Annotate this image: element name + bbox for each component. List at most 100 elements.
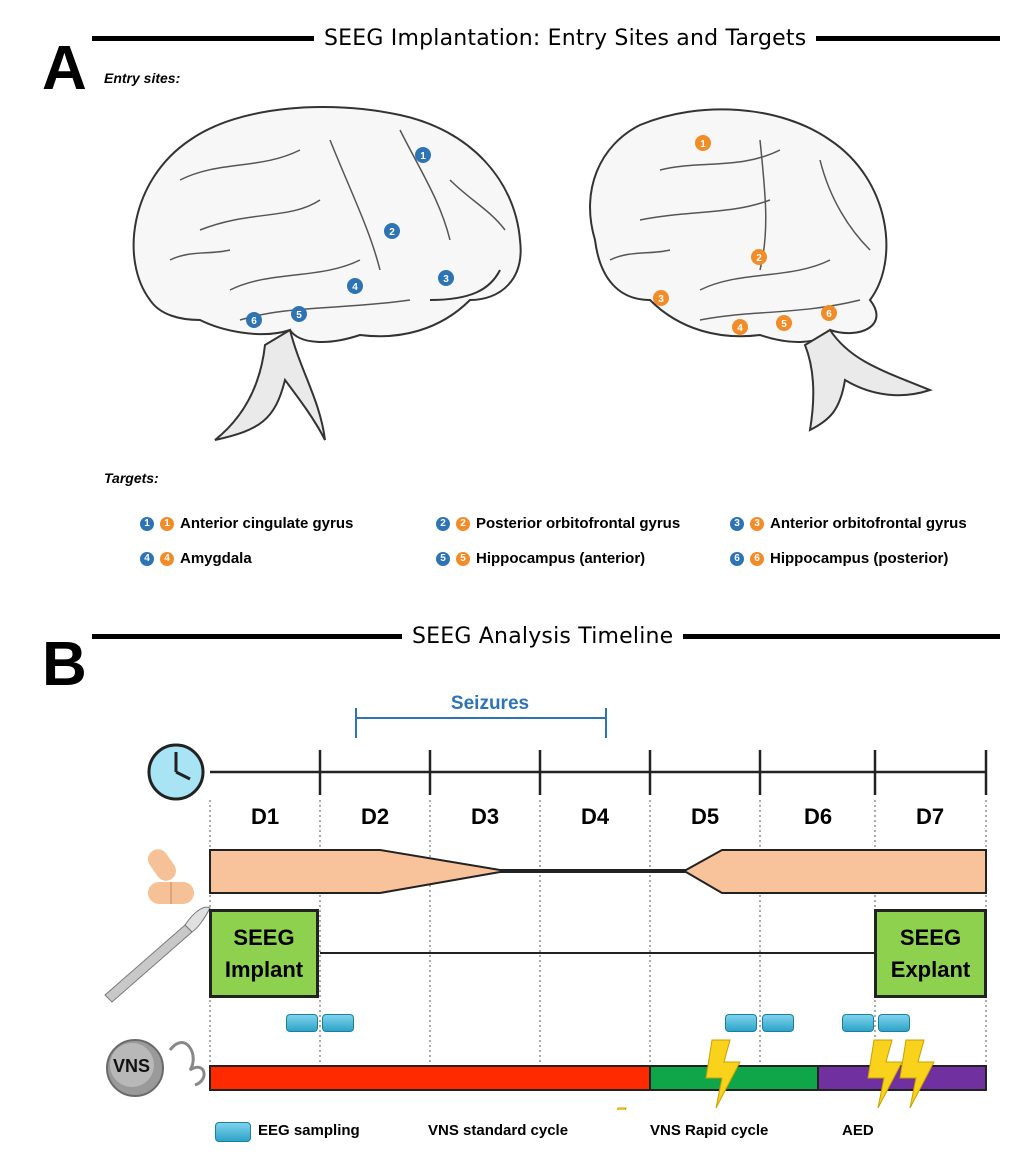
legend-eeg-icon: [215, 1122, 251, 1142]
blue-dot-icon: 4: [140, 551, 154, 566]
left-marker-1: [415, 147, 431, 163]
seeg-implant-line2: Implant: [224, 956, 304, 982]
right-marker-3: [653, 290, 669, 306]
right-marker-6-label: 6: [826, 309, 832, 320]
target-3-name: Anterior orbitofrontal gyrus: [770, 515, 967, 532]
legend-aed-label: AED: [842, 1122, 874, 1139]
lightning-icon: [899, 1039, 935, 1109]
aed-pill-icon: [147, 849, 194, 904]
day-label-7: D7: [915, 804, 945, 829]
seeg-implant-box: SEEG Implant: [209, 909, 319, 998]
clock-icon: [147, 743, 205, 801]
seeg-explant-line2: Explant: [890, 956, 971, 982]
day-label-6: D6: [803, 804, 833, 829]
day-label-3: D3: [470, 804, 500, 829]
blue-dot-icon: 5: [436, 551, 450, 566]
eeg-sampling-block: [725, 1014, 757, 1032]
day-label-2: D2: [360, 804, 390, 829]
lightning-bolts: [705, 1039, 935, 1109]
day-label-1: D1: [250, 804, 280, 829]
right-marker-5: [776, 315, 792, 331]
blue-dot-icon: 3: [730, 516, 744, 531]
panel-a-letter: A: [42, 34, 87, 103]
left-marker-4-label: 4: [352, 282, 358, 293]
eeg-sampling-block: [842, 1014, 874, 1032]
right-marker-2-label: 2: [756, 253, 762, 264]
panel-a-title: SEEG Implantation: Entry Sites and Targe…: [314, 28, 817, 50]
eeg-sampling-block: [286, 1014, 318, 1032]
right-marker-5-label: 5: [781, 319, 787, 330]
targets-label: Targets:: [104, 470, 159, 486]
blue-dot-icon: 6: [730, 551, 744, 566]
brain-illustrations: 1 2 3 4 5 6 1 2 3 4 5 6: [132, 106, 933, 441]
target-1-name: Anterior cingulate gyrus: [180, 515, 354, 532]
seeg-explant-box: SEEG Explant: [874, 909, 987, 998]
left-marker-3-label: 3: [443, 274, 449, 285]
timeline-diagram: [104, 708, 988, 1110]
axis-ticks: [318, 750, 988, 795]
vns-device-icon: [106, 1039, 206, 1097]
seeg-explant-line1: SEEG: [899, 924, 962, 950]
aed-bar: [209, 849, 987, 894]
right-marker-1-label: 1: [700, 139, 706, 150]
target-2-name: Posterior orbitofrontal gyrus: [476, 515, 681, 532]
scalpel-icon: [104, 906, 211, 1003]
left-marker-6-label: 6: [251, 316, 257, 327]
entry-sites-label: Entry sites:: [104, 70, 181, 86]
left-marker-6: [246, 312, 262, 328]
eeg-sampling-block: [322, 1014, 354, 1032]
target-5-name: Hippocampus (anterior): [476, 550, 646, 567]
blue-dot-icon: 1: [140, 516, 154, 531]
left-marker-5-label: 5: [296, 310, 302, 321]
legend-vns-rapid-label: VNS Rapid cycle: [650, 1122, 769, 1139]
orange-dot-icon: 2: [456, 516, 470, 531]
left-marker-5: [291, 306, 307, 322]
left-marker-1-label: 1: [420, 151, 426, 162]
left-marker-3: [438, 270, 454, 286]
left-brain-markers: [246, 147, 454, 328]
lightning-icon: [705, 1039, 741, 1109]
orange-dot-icon: 6: [750, 551, 764, 566]
day-label-5: D5: [690, 804, 720, 829]
target-1: 1 1 Anterior cingulate gyrus: [140, 515, 353, 532]
right-brain-icon: [589, 108, 933, 432]
lightning-icon: [867, 1039, 903, 1109]
panel-b-title: SEEG Analysis Timeline: [402, 626, 684, 648]
orange-dot-icon: 3: [750, 516, 764, 531]
right-marker-4-label: 4: [737, 323, 743, 334]
right-marker-2: [751, 249, 767, 265]
target-2: 2 2 Posterior orbitofrontal gyrus: [436, 515, 680, 532]
seeg-implant-line1: SEEG: [233, 924, 295, 950]
blue-dot-icon: 2: [436, 516, 450, 531]
orange-dot-icon: 1: [160, 516, 174, 531]
target-4: 4 4 Amygdala: [140, 550, 252, 567]
target-3: 3 3 Anterior orbitofrontal gyrus: [730, 515, 967, 532]
right-marker-3-label: 3: [658, 294, 664, 305]
legend-rapid-lightning-icon: [617, 1107, 627, 1110]
target-5: 5 5 Hippocampus (anterior): [436, 550, 645, 567]
target-6: 6 6 Hippocampus (posterior): [730, 550, 948, 567]
left-marker-4: [347, 278, 363, 294]
target-4-name: Amygdala: [180, 550, 252, 567]
day-label-4: D4: [580, 804, 610, 829]
left-marker-2: [384, 223, 400, 239]
legend-vns-standard-label: VNS standard cycle: [428, 1122, 569, 1139]
panel-b-letter: B: [42, 630, 87, 699]
right-brain-markers: [653, 135, 837, 335]
seizures-bracket: [355, 708, 607, 738]
vns-label: VNS: [113, 1056, 151, 1076]
eeg-sampling-block: [762, 1014, 794, 1032]
target-6-name: Hippocampus (posterior): [770, 550, 949, 567]
right-marker-4: [732, 319, 748, 335]
vns-bar-red: [209, 1065, 651, 1091]
orange-dot-icon: 4: [160, 551, 174, 566]
right-marker-1: [695, 135, 711, 151]
right-marker-6: [821, 305, 837, 321]
legend-aed-icon: [799, 1108, 834, 1110]
seizures-label: Seizures: [450, 693, 530, 714]
left-marker-2-label: 2: [389, 227, 395, 238]
left-brain-icon: [132, 106, 522, 441]
eeg-sampling-block: [878, 1014, 910, 1032]
legend-eeg-label: EEG sampling: [258, 1122, 360, 1139]
orange-dot-icon: 5: [456, 551, 470, 566]
